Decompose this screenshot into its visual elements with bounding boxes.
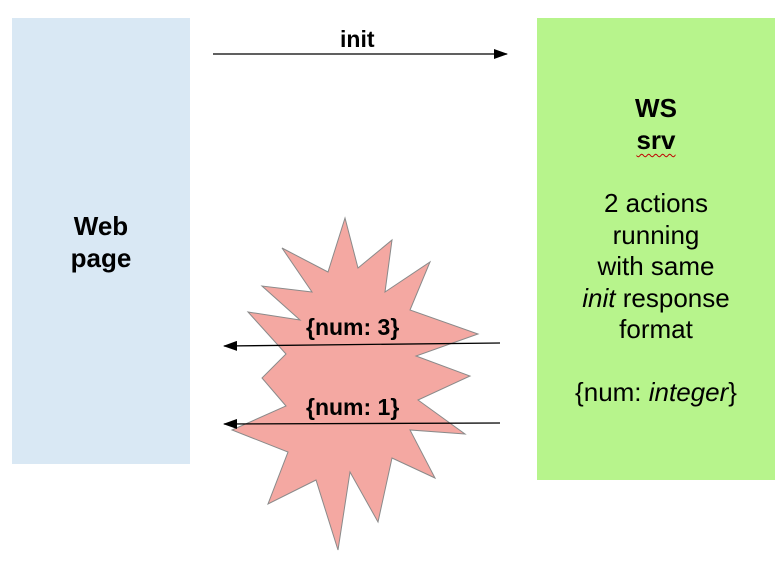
desc-line6-prefix: {num: (575, 376, 649, 407)
response-arrow-num3 (223, 340, 501, 351)
web-page-label-line1: Web (73, 211, 129, 241)
desc-line6: {num: integer} (537, 377, 775, 409)
desc-line1: 2 actions (603, 188, 709, 218)
desc-line6-italic: integer (648, 376, 729, 407)
desc-line2: running (612, 219, 700, 250)
desc-line4: init response (537, 283, 775, 315)
ws-server-title-line1: WS (635, 93, 677, 123)
ws-server-box: WS srv 2 actions running with same init … (537, 18, 775, 480)
desc-line4-rest: response (615, 282, 730, 313)
response-label-num1: {num: 1} (306, 394, 400, 420)
init-arrow-label: init (340, 26, 375, 52)
response-label-num3: {num: 3} (306, 314, 400, 340)
response-arrow-num1 (223, 418, 501, 429)
desc-line6-suffix: } (728, 376, 737, 407)
desc-line3: with same (597, 251, 715, 281)
ws-server-title-line2: srv (636, 125, 676, 155)
ws-server-title: WS srv (537, 92, 775, 156)
collision-burst-shape (230, 216, 480, 551)
desc-line4-italic: init (582, 282, 616, 313)
web-page-label-line2: page (70, 243, 132, 273)
ws-server-description: 2 actions running with same init respons… (537, 188, 775, 408)
web-page-label: Web page (12, 210, 190, 274)
desc-line5: format (619, 314, 693, 344)
web-page-box: Web page (12, 18, 190, 464)
